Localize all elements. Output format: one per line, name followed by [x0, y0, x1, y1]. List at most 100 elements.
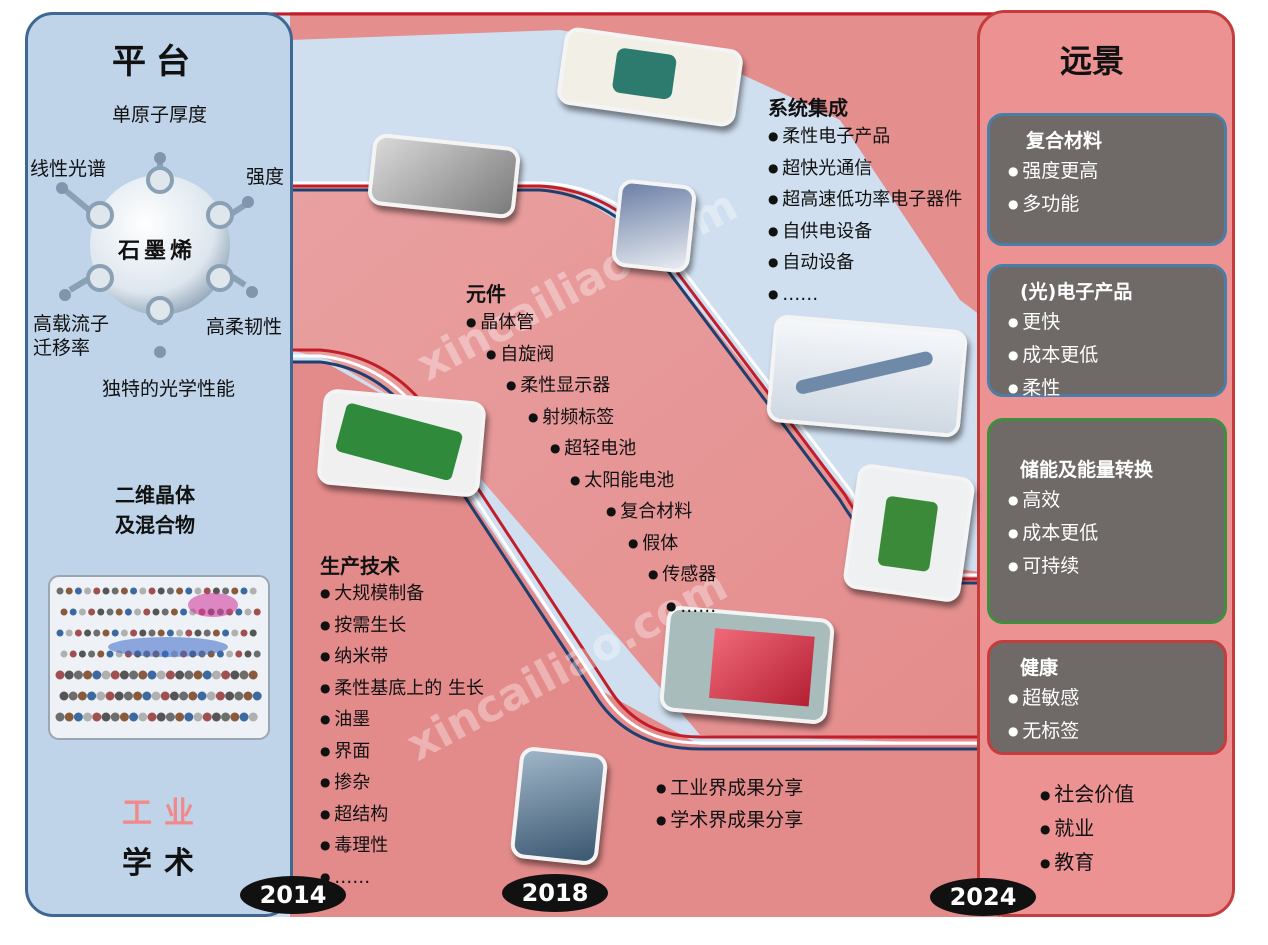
component-item: 射频标签 — [528, 402, 716, 434]
atom-dot — [69, 650, 77, 658]
atom-dot — [212, 629, 220, 637]
graphene-molecule-icon — [56, 152, 258, 358]
components-list: 晶体管 自旋阀 柔性显示器 射频标签 超轻电池 太阳能电池 复合材料 假体 传感… — [466, 307, 716, 622]
vision-box-health: 健康 超敏感 无标签 — [987, 640, 1227, 755]
atom-dot — [249, 629, 257, 637]
atom-dot — [120, 587, 128, 595]
component-item: 晶体管 — [466, 307, 716, 339]
year-marker-2014: 2014 — [240, 876, 346, 914]
atom-dot — [59, 691, 69, 701]
atom-dot — [88, 650, 96, 658]
atom-dot — [60, 608, 68, 616]
atom-dot — [230, 670, 240, 680]
crystal-label: 二维晶体 及混合物 — [115, 483, 195, 537]
atom-dot — [88, 608, 96, 616]
atom-dot — [211, 670, 221, 680]
atom-dot — [102, 629, 110, 637]
atom-dot — [110, 670, 120, 680]
property-label: 线性光谱 — [30, 158, 107, 180]
vision-box-title: 复合材料 — [1026, 130, 1103, 152]
atom-dot — [253, 608, 261, 616]
atom-dot — [235, 608, 243, 616]
atom-dot — [115, 608, 123, 616]
atom-dot — [156, 712, 166, 722]
atom-dot — [176, 587, 184, 595]
industry-label: 工业 — [122, 796, 206, 831]
property-label: 高载流子 迁移率 — [33, 313, 110, 359]
production-item: 纳米带 — [320, 641, 484, 673]
touch-screen-image — [316, 388, 487, 498]
vision-item: 超敏感 — [1008, 682, 1224, 715]
atom-dot — [239, 670, 249, 680]
atom-dot — [84, 629, 92, 637]
atom-dot — [129, 670, 139, 680]
atom-dot — [148, 629, 156, 637]
component-item: …… — [666, 591, 716, 623]
atom-dot — [234, 691, 244, 701]
sharing-item: 工业界成果分享 — [656, 772, 803, 804]
atom-dot — [77, 691, 87, 701]
atom-dot — [166, 629, 174, 637]
production-item: 界面 — [320, 736, 484, 768]
atom-dot — [170, 608, 178, 616]
atom-dot — [60, 650, 68, 658]
system-item: 超高速低功率电子器件 — [768, 184, 962, 216]
atom-dot — [78, 650, 86, 658]
vision-item: 成本更低 — [1008, 339, 1224, 372]
atom-dot — [215, 691, 225, 701]
atom-dot — [96, 691, 106, 701]
atom-dot — [225, 691, 235, 701]
atom-dot — [65, 629, 73, 637]
atom-dot — [202, 670, 212, 680]
atom-dot — [97, 650, 105, 658]
atom-dot — [130, 587, 138, 595]
atom-dot — [185, 587, 193, 595]
production-item: 按需生长 — [320, 610, 484, 642]
social-item: 就业 — [1040, 812, 1134, 846]
red-film-image — [658, 604, 836, 726]
atom-dot — [239, 712, 249, 722]
atom-dot — [105, 691, 115, 701]
atom-dot — [235, 650, 243, 658]
atom-dot — [147, 712, 157, 722]
system-item: 柔性电子产品 — [768, 121, 962, 153]
atom-dot — [120, 629, 128, 637]
atom-dot — [56, 587, 64, 595]
atom-dot — [152, 608, 160, 616]
production-item: 油墨 — [320, 704, 484, 736]
atom-dot — [160, 691, 170, 701]
atom-dot — [221, 712, 231, 722]
atom-dot — [184, 670, 194, 680]
vision-box-composites: 复合材料 强度更高 多功能 — [987, 113, 1227, 246]
airplane-image — [765, 313, 969, 439]
platform-title: 平台 — [112, 42, 200, 82]
vision-box-energy: 储能及能量转换 高效 成本更低 可持续 — [987, 418, 1227, 624]
flexible-display-image — [610, 178, 698, 274]
atom-dot — [114, 691, 124, 701]
production-item: 超结构 — [320, 799, 484, 831]
atom-dot — [139, 629, 147, 637]
atom-dot — [101, 712, 111, 722]
atom-dot — [101, 670, 111, 680]
atom-dot — [203, 587, 211, 595]
phone-image — [841, 462, 977, 604]
component-item: 自旋阀 — [486, 339, 716, 371]
atom-dot — [102, 587, 110, 595]
atom-dot — [138, 712, 148, 722]
atom-dot — [111, 587, 119, 595]
atom-dot — [221, 670, 231, 680]
atom-dot — [73, 670, 83, 680]
atom-dot — [97, 608, 105, 616]
atom-dot — [185, 629, 193, 637]
atom-dot — [193, 670, 203, 680]
atom-dot — [64, 712, 74, 722]
atom-dot — [161, 608, 169, 616]
atom-dot — [240, 629, 248, 637]
component-item: 柔性显示器 — [506, 370, 716, 402]
graphene-center-label: 石墨烯 — [118, 239, 197, 264]
atom-dot — [151, 691, 161, 701]
atom-dot — [139, 587, 147, 595]
atom-dot — [119, 712, 129, 722]
atom-dot — [74, 587, 82, 595]
atom-dot — [124, 608, 132, 616]
